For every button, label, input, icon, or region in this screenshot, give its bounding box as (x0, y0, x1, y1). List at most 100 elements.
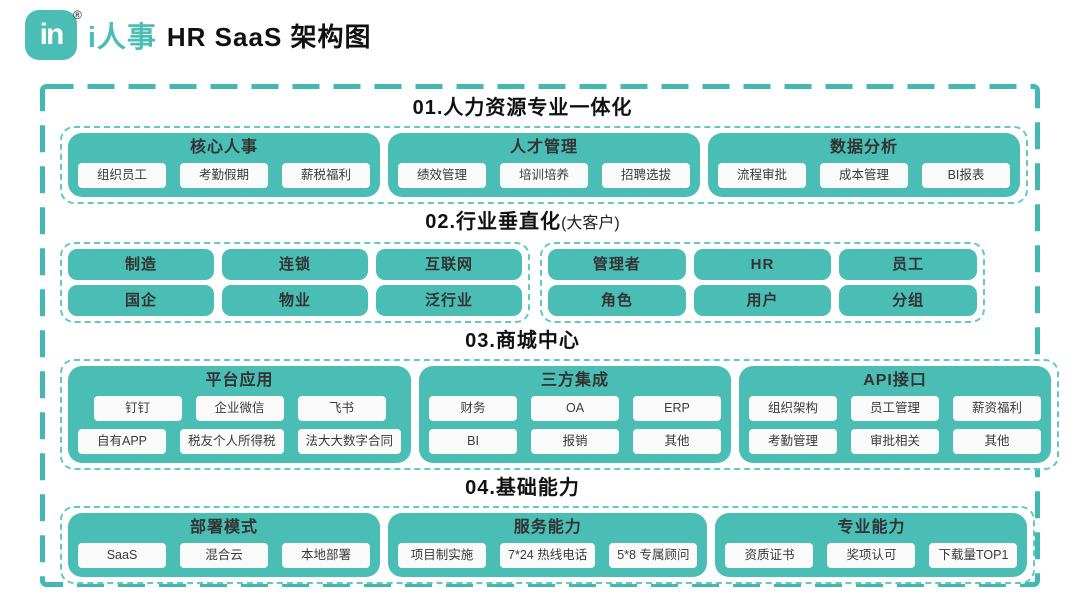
feature-chip: BI (429, 429, 518, 454)
feature-chip: SaaS (78, 543, 166, 568)
group-title: 核心人事 (189, 139, 258, 156)
header: in ® i人事 HR SaaS 架构图 (25, 8, 372, 60)
brand-logo-icon: in (25, 10, 77, 60)
category-pill: 制造 (68, 249, 214, 280)
feature-chip: 钉钉 (93, 396, 182, 421)
feature-chip: 绩效管理 (398, 163, 486, 188)
pill-group: 制造连锁互联网国企物业泛行业 (68, 249, 522, 316)
group-title: 服务能力 (513, 519, 582, 536)
category-pill: 分组 (839, 285, 977, 316)
feature-chip: 财务 (429, 396, 518, 421)
section-heading: 04.基础能力 (60, 476, 985, 500)
feature-chip: 其他 (633, 429, 722, 454)
feature-chip: 考勤假期 (180, 163, 268, 188)
group-title: 三方集成 (541, 372, 610, 389)
section-title: 02.行业垂直化 (425, 211, 562, 233)
feature-chip: 项目制实施 (398, 543, 486, 568)
group-title: 人才管理 (509, 139, 578, 156)
category-pill: 角色 (548, 285, 686, 316)
feature-chip: 组织员工 (78, 163, 166, 188)
feature-chip: 奖项认可 (827, 543, 916, 568)
architecture-sections: 01.人力资源专业一体化核心人事组织员工考勤假期薪税福利人才管理绩效管理培训培养… (40, 84, 1060, 587)
chip-row: 组织架构员工管理薪资福利 (749, 396, 1042, 421)
chip-row: 流程审批成本管理 BI报表 (718, 163, 1010, 188)
feature-chip: 审批相关 (851, 429, 940, 454)
feature-chip: 税友个人所得税 (180, 429, 284, 454)
group-card: 核心人事组织员工考勤假期薪税福利 (68, 133, 380, 197)
section-title-suffix: (大客户) (561, 215, 620, 232)
section-title: 03.商城中心 (465, 330, 580, 352)
category-pill: HR (693, 249, 832, 280)
feature-chip: 报销 (531, 429, 620, 454)
category-pill: 连锁 (222, 249, 368, 280)
chip-row: 自有APP 税友个人所得税法大大数字合同 (78, 429, 402, 454)
feature-chip: 薪税福利 (282, 163, 370, 188)
feature-chip: 组织架构 (749, 396, 838, 421)
feature-chip: 流程审批 (718, 163, 806, 188)
category-pill: 管理者 (548, 249, 686, 280)
feature-chip: 培训培养 (500, 163, 588, 188)
chip-row: 钉钉企业微信飞书 (78, 396, 401, 421)
group-card: 专业能力资质证书奖项认可下载量TOP1 (715, 513, 1028, 577)
feature-chip: 招聘选拔 (602, 163, 690, 188)
section-1: 01.人力资源专业一体化核心人事组织员工考勤假期薪税福利人才管理绩效管理培训培养… (60, 96, 1028, 204)
group-title: 专业能力 (837, 519, 906, 536)
chip-row: BI 报销其他 (429, 429, 722, 454)
page-title: HR SaaS 架构图 (166, 21, 372, 52)
section-body: 核心人事组织员工考勤假期薪税福利人才管理绩效管理培训培养招聘选拔数据分析流程审批… (60, 126, 1028, 204)
feature-chip: 飞书 (297, 396, 386, 421)
section-heading: 01.人力资源专业一体化 (60, 96, 985, 120)
category-pill: 员工 (839, 249, 977, 280)
feature-chip: 本地部署 (282, 543, 370, 568)
group-title: 数据分析 (829, 139, 898, 156)
chip-row: 绩效管理培训培养招聘选拔 (398, 163, 690, 188)
feature-chip: 资质证书 (725, 543, 814, 568)
feature-chip: 薪资福利 (953, 396, 1042, 421)
outer-dashed-frame (40, 84, 1040, 587)
group-title: 部署模式 (189, 519, 258, 536)
feature-chip: 企业微信 (195, 396, 284, 421)
chip-row: 资质证书奖项认可下载量TOP1 (725, 543, 1018, 568)
feature-chip: 自有APP (78, 429, 166, 454)
feature-chip: 考勤管理 (749, 429, 838, 454)
feature-chip: OA (531, 396, 620, 421)
section-heading: 02.行业垂直化(大客户) (60, 210, 985, 236)
group-title: 平台应用 (205, 372, 274, 389)
feature-chip: 7*24 热线电话 (500, 543, 596, 568)
group-title: API接口 (863, 372, 927, 389)
feature-chip: BI报表 (922, 163, 1010, 188)
category-pill: 国企 (68, 285, 214, 316)
category-pill: 泛行业 (376, 285, 522, 316)
chip-row: 考勤管理审批相关其他 (749, 429, 1042, 454)
group-card: 人才管理绩效管理培训培养招聘选拔 (388, 133, 700, 197)
group-card: API接口组织架构员工管理薪资福利考勤管理审批相关其他 (739, 366, 1052, 463)
category-pill: 用户 (693, 285, 832, 316)
trademark-symbol: ® (73, 8, 82, 22)
category-pill: 互联网 (376, 249, 522, 280)
feature-chip: 下载量TOP1 (929, 543, 1018, 568)
feature-chip: 成本管理 (820, 163, 908, 188)
group-card: 数据分析流程审批成本管理 BI报表 (708, 133, 1020, 197)
category-pill: 物业 (222, 285, 368, 316)
section-title: 04.基础能力 (465, 477, 580, 499)
feature-chip: 其他 (953, 429, 1042, 454)
feature-chip: 法大大数字合同 (297, 429, 402, 454)
